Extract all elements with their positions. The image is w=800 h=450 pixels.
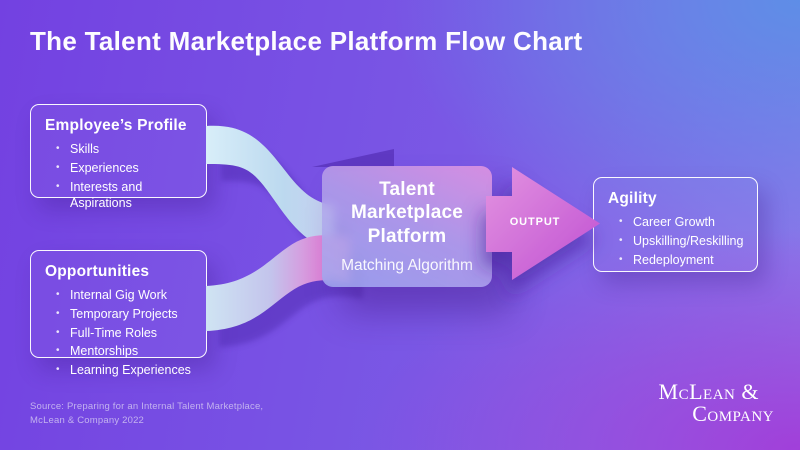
ribbon-fold-dark: [312, 149, 394, 167]
employee-profile-list: Skills Experiences Interests and Aspirat…: [45, 141, 192, 212]
mclean-company-logo: McLean & Company: [659, 381, 774, 424]
list-item: Redeployment: [618, 252, 743, 269]
opportunities-heading: Opportunities: [45, 263, 150, 280]
ribbon-opportunities-to-platform: [206, 235, 350, 331]
list-item: Full-Time Roles: [55, 325, 192, 342]
source-note: Source: Preparing for an Internal Talent…: [30, 400, 263, 428]
platform-subtitle: Matching Algorithm: [341, 256, 473, 274]
list-item: Upskilling/Reskilling: [618, 233, 743, 250]
list-item: Interests and Aspirations: [55, 179, 192, 213]
ribbon-employee-to-platform: [206, 125, 334, 250]
list-item: Skills: [55, 141, 192, 158]
list-item: Learning Experiences: [55, 362, 192, 379]
list-item: Internal Gig Work: [55, 287, 192, 304]
employee-profile-heading: Employee’s Profile: [45, 117, 187, 134]
logo-line-2: Company: [692, 400, 774, 426]
opportunities-list: Internal Gig Work Temporary Projects Ful…: [45, 287, 192, 379]
agility-list: Career Growth Upskilling/Reskilling Rede…: [608, 214, 743, 268]
talent-marketplace-platform-box: Talent Marketplace Platform Matching Alg…: [322, 166, 492, 287]
page-title: The Talent Marketplace Platform Flow Cha…: [30, 26, 583, 56]
source-line-1: Source: Preparing for an Internal Talent…: [30, 401, 264, 412]
source-line-2: McLean & Company 2022: [30, 414, 145, 426]
list-item: Experiences: [55, 160, 192, 177]
list-item: Temporary Projects: [55, 306, 192, 323]
employee-profile-box: Employee’s Profile Skills Experiences In…: [30, 104, 207, 210]
list-item: Career Growth: [618, 214, 743, 231]
list-item: Mentorships: [55, 343, 192, 360]
agility-heading: Agility: [608, 190, 657, 207]
output-arrow-label: OUTPUT: [509, 216, 561, 228]
platform-title: Talent Marketplace Platform: [350, 179, 464, 247]
logo-line-1: McLean &: [658, 379, 759, 404]
agility-box: Agility Career Growth Upskilling/Reskill…: [593, 177, 758, 272]
opportunities-box: Opportunities Internal Gig Work Temporar…: [30, 250, 207, 377]
